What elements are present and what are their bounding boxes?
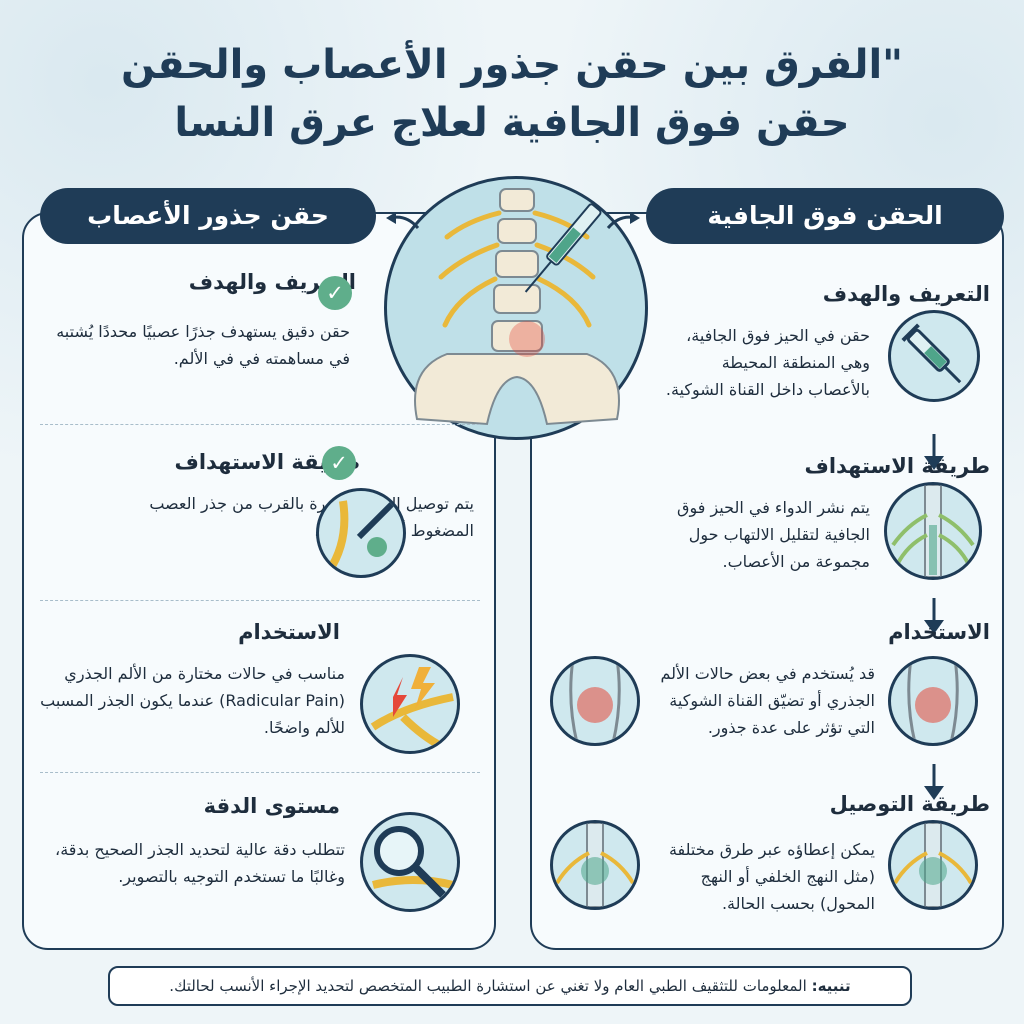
back-pain-icon	[907, 659, 959, 743]
magnifier-icon	[372, 826, 454, 898]
divider	[40, 424, 480, 425]
precision-thumb	[360, 812, 460, 912]
nerve-injection-thumb	[316, 488, 406, 578]
section-text: يمكن إعطاؤه عبر طرق مختلفة (مثل النهج ال…	[668, 840, 875, 913]
nerve-pain-icon	[370, 667, 454, 751]
divider	[40, 600, 480, 601]
spine-icon	[414, 188, 620, 426]
section-title: طريقة الاستهداف	[174, 450, 360, 474]
section-title: التعريف والهدف	[822, 282, 990, 306]
page-title: "الفرق بين حقن جذور الأعصاب والحقن حقن ف…	[0, 36, 1024, 152]
disclaimer-text: المعلومات للتثقيف الطبي العام ولا تغني ع…	[169, 977, 807, 995]
arrow-left-icon	[386, 212, 420, 230]
left-section-2: طريقة الاستهداف	[40, 450, 360, 474]
arrow-right-icon	[606, 212, 640, 230]
right-section-4: طريقة التوصيل	[640, 792, 990, 816]
epidural-spread-thumb	[884, 482, 982, 580]
syringe-icon	[901, 323, 962, 384]
spine-illustration	[384, 176, 648, 440]
spine-icon	[893, 823, 973, 907]
section-text: يتم توصيل الدواء مباشرة بالقرب من جذر ال…	[149, 494, 474, 540]
arrow-down-icon	[924, 598, 944, 634]
section-text: مناسب في حالات مختارة من الألم الجذري (R…	[40, 664, 345, 737]
spine-icon	[891, 485, 975, 577]
right-section-2: طريقة الاستهداف	[640, 454, 990, 478]
delivery-thumb-right	[888, 820, 978, 910]
right-section-1: التعريف والهدف	[640, 282, 990, 306]
section-title: الاستخدام	[238, 620, 340, 644]
section-title: مستوى الدقة	[203, 794, 340, 818]
arrow-down-icon	[924, 434, 944, 470]
divider	[40, 772, 480, 773]
delivery-thumb-left	[550, 820, 640, 910]
back-pain-icon	[569, 659, 621, 743]
disclaimer-box: تنبيه: المعلومات للتثقيف الطبي العام ولا…	[108, 966, 912, 1006]
nerve-root-header: حقن جذور الأعصاب	[40, 188, 376, 244]
back-pain-thumb-right	[888, 656, 978, 746]
left-section-3: الاستخدام	[40, 620, 340, 644]
arrow-down-icon	[924, 764, 944, 800]
check-icon: ✓	[322, 446, 356, 480]
title-line-2: حقن فوق الجافية لعلاج عرق النسا	[174, 100, 850, 146]
section-title: الاستخدام	[888, 620, 990, 644]
section-text: حقن في الحيز فوق الجافية، وهي المنطقة ال…	[665, 326, 870, 399]
section-text: يتم نشر الدواء في الحيز فوق الجافية لتقل…	[677, 498, 870, 571]
epidural-header: الحقن فوق الجافية	[646, 188, 1004, 244]
nerve-pain-thumb	[360, 654, 460, 754]
section-text: قد يُستخدم في بعض حالات الألم الجذري أو …	[660, 664, 875, 737]
disclaimer-label: تنبيه:	[811, 977, 851, 995]
check-icon: ✓	[318, 276, 352, 310]
syringe-thumb	[888, 310, 980, 402]
back-pain-thumb-left	[550, 656, 640, 746]
syringe-icon	[325, 500, 396, 574]
section-title: طريقة التوصيل	[829, 792, 990, 816]
section-text: حقن دقيق يستهدف جذرًا عصبيًا محددًا يُشت…	[56, 322, 350, 368]
section-title: التعريف والهدف	[188, 270, 356, 294]
right-section-3: الاستخدام	[640, 620, 990, 644]
section-text: تتطلب دقة عالية لتحديد الجذر الصحيح بدقة…	[55, 840, 345, 886]
left-section-1: التعريف والهدف	[26, 270, 356, 294]
spine-icon	[555, 823, 635, 907]
title-line-1: "الفرق بين حقن جذور الأعصاب والحقن	[120, 42, 904, 88]
section-title: طريقة الاستهداف	[804, 454, 990, 478]
left-section-4: مستوى الدقة	[40, 794, 340, 818]
